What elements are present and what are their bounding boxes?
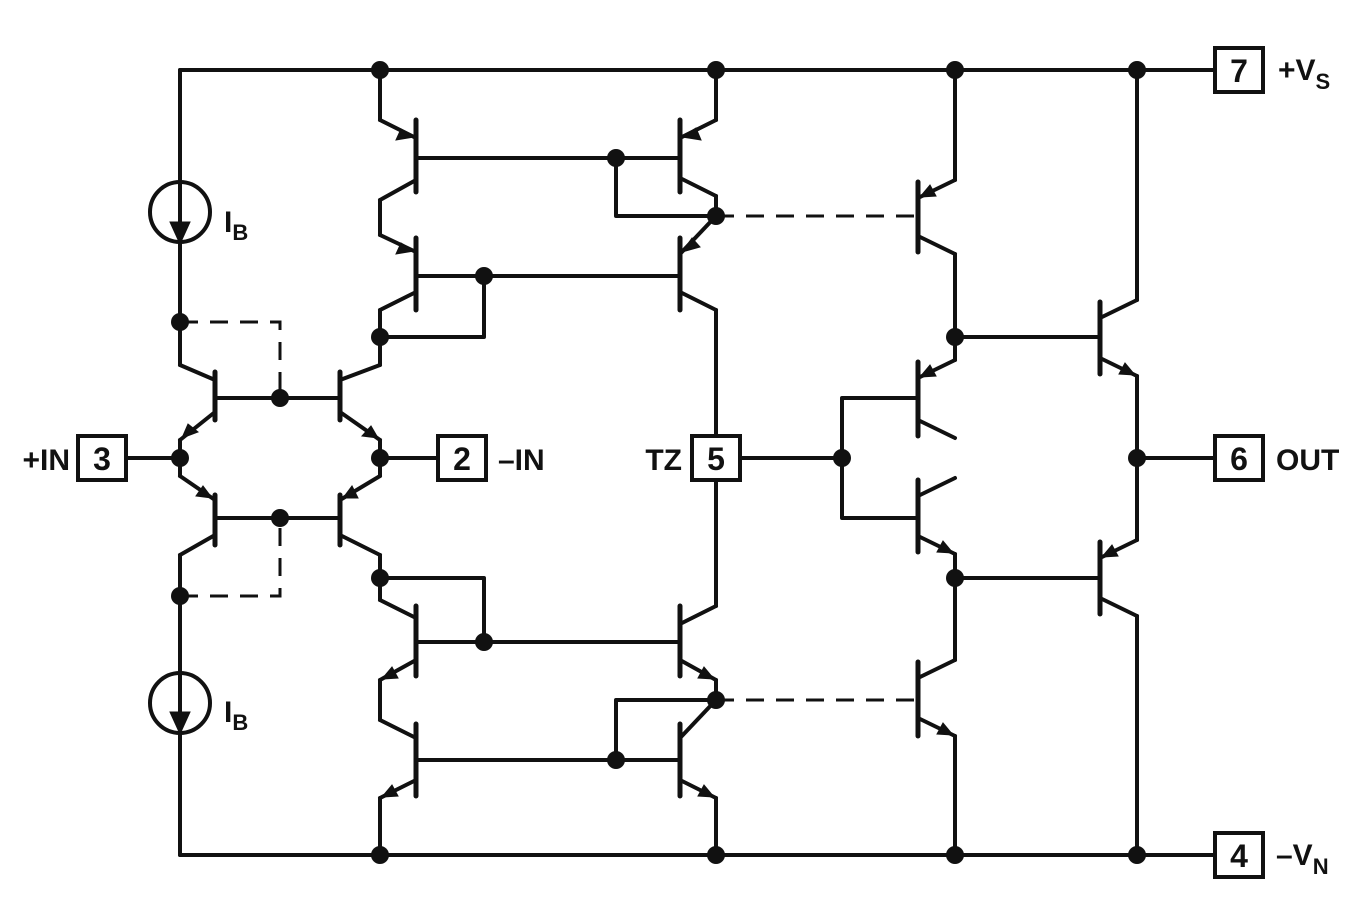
positive-supply-rail bbox=[178, 68, 1217, 337]
upper-current-source-label: IB bbox=[224, 206, 248, 245]
minus-in-pin[interactable]: 2 bbox=[436, 434, 488, 482]
plus-vs-pin[interactable]: 7 bbox=[1213, 46, 1265, 94]
negative-supply-rail bbox=[178, 598, 1217, 857]
junction-dots bbox=[171, 61, 1146, 864]
out-label: OUT bbox=[1276, 444, 1339, 477]
plus-in-pin[interactable]: 3 bbox=[76, 434, 128, 482]
output-stage bbox=[953, 68, 1217, 857]
minus-vn-label: –VN bbox=[1276, 839, 1329, 879]
svg-text:2: 2 bbox=[453, 441, 471, 477]
svg-text:5: 5 bbox=[707, 441, 725, 477]
minus-vn-pin[interactable]: 4 bbox=[1213, 831, 1265, 879]
lower-current-source-label: IB bbox=[224, 696, 248, 735]
out-pin[interactable]: 6 bbox=[1213, 434, 1265, 482]
buffer-stage bbox=[840, 68, 957, 857]
svg-text:7: 7 bbox=[1230, 53, 1248, 89]
minus-in-label: –IN bbox=[498, 444, 545, 477]
svg-text:6: 6 bbox=[1230, 441, 1248, 477]
plus-vs-label: +VS bbox=[1278, 54, 1330, 94]
tz-label: TZ bbox=[645, 444, 682, 477]
lower-current-source bbox=[148, 593, 212, 857]
upper-current-source bbox=[148, 68, 212, 327]
tz-pin[interactable]: 5 bbox=[690, 434, 742, 482]
svg-text:4: 4 bbox=[1230, 838, 1248, 874]
plus-in-label: +IN bbox=[22, 444, 70, 477]
input-stage bbox=[178, 320, 382, 598]
svg-text:3: 3 bbox=[93, 441, 111, 477]
lower-current-mirror bbox=[378, 478, 718, 857]
upper-current-mirror bbox=[378, 68, 718, 442]
